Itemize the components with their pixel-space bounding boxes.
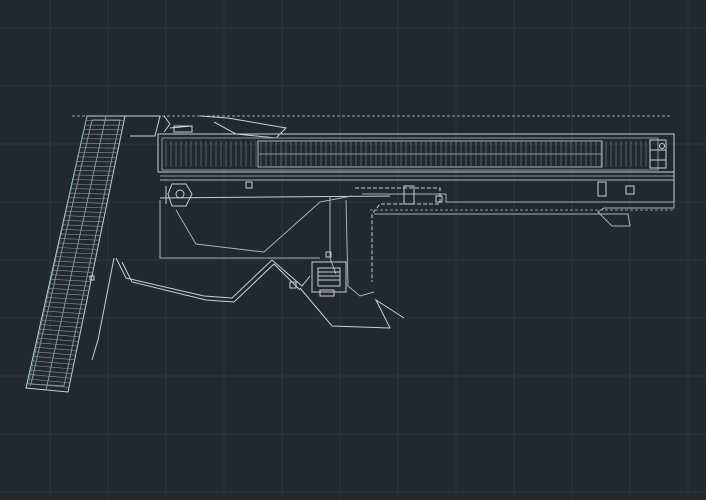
ramp-hatch-line bbox=[32, 360, 74, 365]
ramp-hatch-line bbox=[63, 220, 104, 223]
ramp-hatch-line bbox=[38, 333, 80, 338]
bar-hatching bbox=[165, 141, 647, 167]
ramp-hatch-line bbox=[66, 206, 107, 209]
ramp-hatch-line bbox=[65, 210, 106, 213]
ramp-hatch-line bbox=[57, 247, 98, 250]
ramp-hatch-line bbox=[53, 265, 94, 269]
ramp-hatch-line bbox=[54, 260, 95, 264]
ramp-hatch-line bbox=[31, 365, 73, 370]
ramp-hatch-line bbox=[34, 351, 76, 356]
ramp-hatch-line bbox=[37, 337, 79, 342]
ramp-hatch-line bbox=[29, 374, 71, 379]
lower-wing bbox=[355, 181, 675, 282]
ramp-hatch-line bbox=[77, 156, 117, 158]
ramp-hatch-line bbox=[33, 356, 75, 361]
ramp-hatch-line bbox=[71, 183, 111, 186]
ramp-hatch-line bbox=[47, 292, 88, 296]
plan-markers bbox=[89, 181, 332, 281]
ramp-hatch-line bbox=[75, 165, 115, 167]
ramp-hatch-line bbox=[52, 269, 93, 273]
ramp-hatch-line bbox=[36, 342, 78, 347]
ramp-hatch-line bbox=[69, 192, 109, 195]
zigzag-boundary bbox=[91, 257, 405, 361]
ramp-hatch-line bbox=[26, 383, 70, 388]
ramp-hatch-line bbox=[35, 346, 77, 351]
ramp-hatch-line bbox=[49, 283, 90, 287]
inner-court bbox=[159, 195, 375, 297]
ramp-hatch-line bbox=[76, 161, 116, 163]
round-feature bbox=[165, 183, 193, 207]
ramp-hatch-line bbox=[64, 215, 105, 218]
ramp-hatch-line bbox=[27, 378, 70, 384]
ramp-hatch-line bbox=[56, 251, 97, 255]
ramp-hatch-line bbox=[50, 278, 91, 282]
ramp-hatch-line bbox=[67, 201, 108, 204]
ramp-hatch-line bbox=[55, 256, 96, 259]
long-building bbox=[157, 133, 675, 208]
ramp-hatch-line bbox=[79, 147, 119, 149]
ramp-hatch-line bbox=[72, 179, 112, 181]
ramp-hatching bbox=[26, 120, 125, 388]
ramp-hatch-line bbox=[46, 297, 88, 301]
ramp-hatch-line bbox=[58, 242, 99, 246]
ramp-hatch-line bbox=[44, 306, 86, 310]
ramp-hatch-line bbox=[42, 315, 84, 319]
ramp-hatch-line bbox=[39, 328, 81, 333]
ramp-hatch-line bbox=[41, 319, 83, 324]
ramp-hatch-line bbox=[73, 174, 113, 177]
top-datum-line bbox=[72, 115, 670, 118]
ramp-hatch-line bbox=[48, 288, 89, 292]
diagonal-ramp bbox=[25, 115, 126, 393]
corner-block bbox=[125, 115, 288, 139]
ramp-hatch-line bbox=[78, 152, 118, 154]
ramp-hatch-line bbox=[61, 229, 102, 232]
ramp-hatch-line bbox=[62, 224, 103, 227]
ramp-hatch-line bbox=[70, 188, 110, 190]
ramp-hatch-line bbox=[30, 369, 72, 374]
ramp-hatch-line bbox=[59, 238, 100, 241]
ramp-hatch-line bbox=[60, 233, 101, 236]
ramp-hatch-line bbox=[43, 310, 85, 315]
ramp-hatch-line bbox=[51, 274, 92, 278]
stair-core bbox=[311, 261, 347, 297]
ramp-hatch-line bbox=[40, 324, 82, 328]
ramp-hatch-line bbox=[45, 301, 87, 305]
ramp-hatch-line bbox=[74, 170, 114, 172]
ramp-hatch-line bbox=[68, 197, 108, 200]
